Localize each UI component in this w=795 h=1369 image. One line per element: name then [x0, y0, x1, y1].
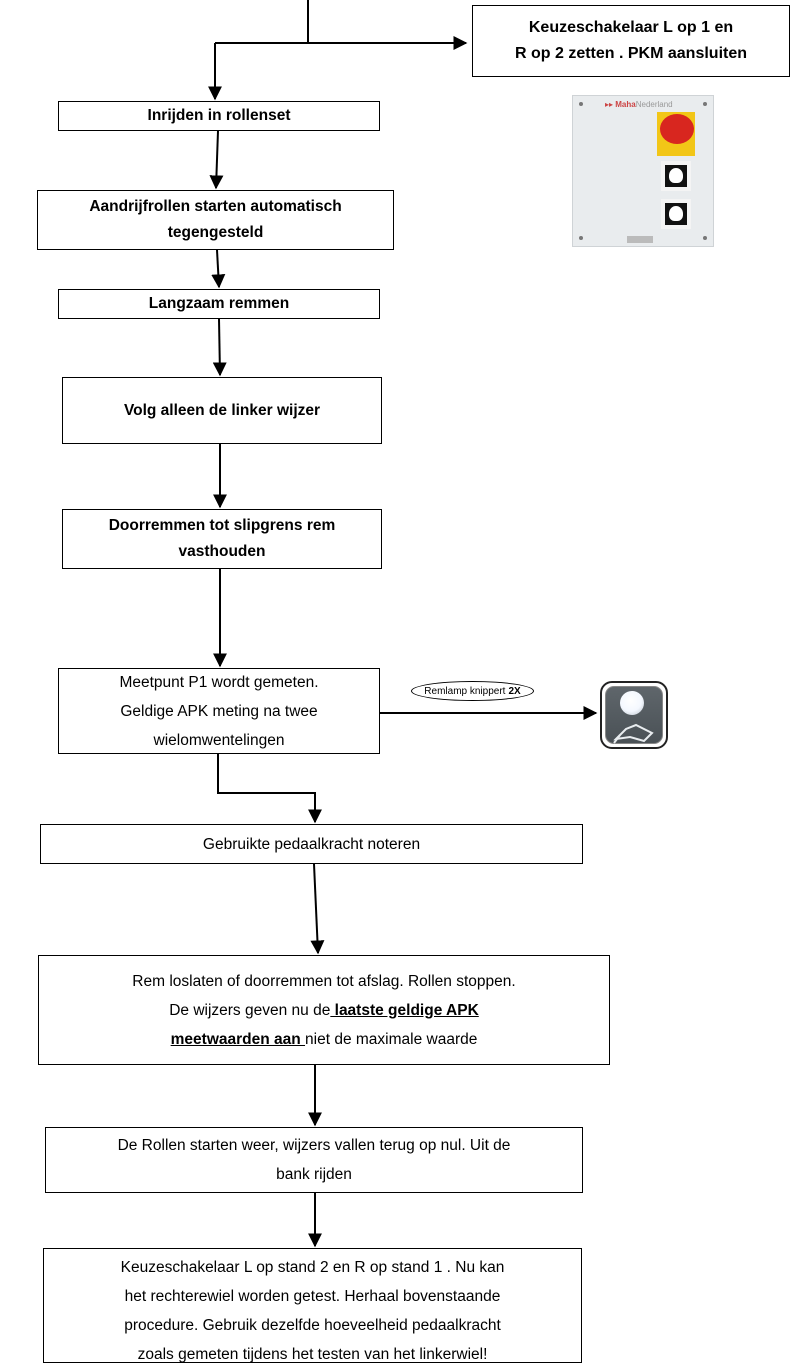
- brake-lamp-icon: [600, 681, 668, 749]
- step-text-line2: De wijzers geven nu de laatste geldige A…: [169, 1001, 479, 1019]
- step-text: R op 2 zetten . PKM aansluiten: [514, 45, 748, 62]
- step-text: het rechterewiel worden getest. Herhaal …: [124, 1288, 501, 1305]
- step-text: Inrijden in rollenset: [147, 107, 291, 124]
- panel-label: [627, 236, 653, 243]
- arrow-to-langzaam: [211, 249, 226, 289]
- step-text: vasthouden: [178, 543, 266, 560]
- step-doorremmen-box: Doorremmen tot slipgrens rem vasthouden: [62, 509, 382, 569]
- step-aandrijfrollen-box: Aandrijfrollen starten automatisch tegen…: [37, 190, 394, 250]
- step-text: bank rijden: [276, 1166, 352, 1183]
- panel-brand: ▸▸ MahaNederland: [605, 100, 673, 109]
- step-text: Meetpunt P1 wordt gemeten.: [119, 673, 319, 691]
- remlamp-count: 2X: [508, 685, 521, 697]
- selector-switch-icon: [661, 199, 691, 229]
- step-text: Langzaam remmen: [148, 295, 290, 312]
- step-keuzeschakelaar-rechts-box: Keuzeschakelaar L op stand 2 en R op sta…: [43, 1248, 582, 1363]
- step-text: Doorremmen tot slipgrens rem: [108, 517, 336, 534]
- remlamp-text: Remlamp knippert: [424, 685, 506, 697]
- step-text: Gebruikte pedaalkracht noteren: [202, 835, 421, 853]
- step-text: Geldige APK meting na twee: [120, 702, 318, 720]
- step-text: Rem loslaten of doorremmen tot afslag. R…: [132, 972, 516, 990]
- step-text: tegengesteld: [167, 224, 264, 241]
- step-text: Keuzeschakelaar L op stand 2 en R op sta…: [120, 1259, 505, 1276]
- step-text-line3: meetwaarden aan niet de maximale waarde: [170, 1030, 478, 1048]
- screw-icon: [703, 236, 707, 240]
- brake-pedal-icon: [613, 723, 654, 744]
- arrow-to-pedaal: [217, 754, 322, 824]
- step-text: zoals gemeten tijdens het testen van het…: [137, 1346, 488, 1363]
- selector-switch-icon: [661, 161, 691, 191]
- switch-panel-icon: ▸▸ MahaNederland: [572, 95, 714, 247]
- arrow-to-aandrijf: [209, 130, 224, 190]
- step-text: De Rollen starten weer, wijzers vallen t…: [117, 1137, 511, 1154]
- step-langzaam-box: Langzaam remmen: [58, 289, 380, 319]
- screw-icon: [703, 102, 707, 106]
- step-rollen-starten-box: De Rollen starten weer, wijzers vallen t…: [45, 1127, 583, 1193]
- arrow-to-rem: [310, 863, 325, 955]
- arrow-to-volg: [212, 318, 227, 377]
- step-pedaalkracht-box: Gebruikte pedaalkracht noteren: [40, 824, 583, 864]
- main-switch-icon: [657, 112, 695, 156]
- screw-icon: [579, 236, 583, 240]
- step-rem-loslaten-box: Rem loslaten of doorremmen tot afslag. R…: [38, 955, 610, 1065]
- step-text: Keuzeschakelaar L op 1 en: [528, 19, 734, 36]
- step-inrijden-box: Inrijden in rollenset: [58, 101, 380, 131]
- step-text: wielomwentelingen: [153, 731, 285, 749]
- step-keuzeschakelaar-box: Keuzeschakelaar L op 1 en R op 2 zetten …: [472, 5, 790, 77]
- screw-icon: [579, 102, 583, 106]
- step-text: Aandrijfrollen starten automatisch: [89, 198, 342, 215]
- step-text: procedure. Gebruik dezelfde hoeveelheid …: [124, 1317, 501, 1334]
- step-meetpunt-box: Meetpunt P1 wordt gemeten. Geldige APK m…: [58, 668, 380, 754]
- lamp-bulb-icon: [620, 691, 644, 715]
- step-text: Volg alleen de linker wijzer: [123, 402, 321, 419]
- step-volg-box: Volg alleen de linker wijzer: [62, 377, 382, 444]
- remlamp-label: Remlamp knippert 2X: [411, 681, 534, 701]
